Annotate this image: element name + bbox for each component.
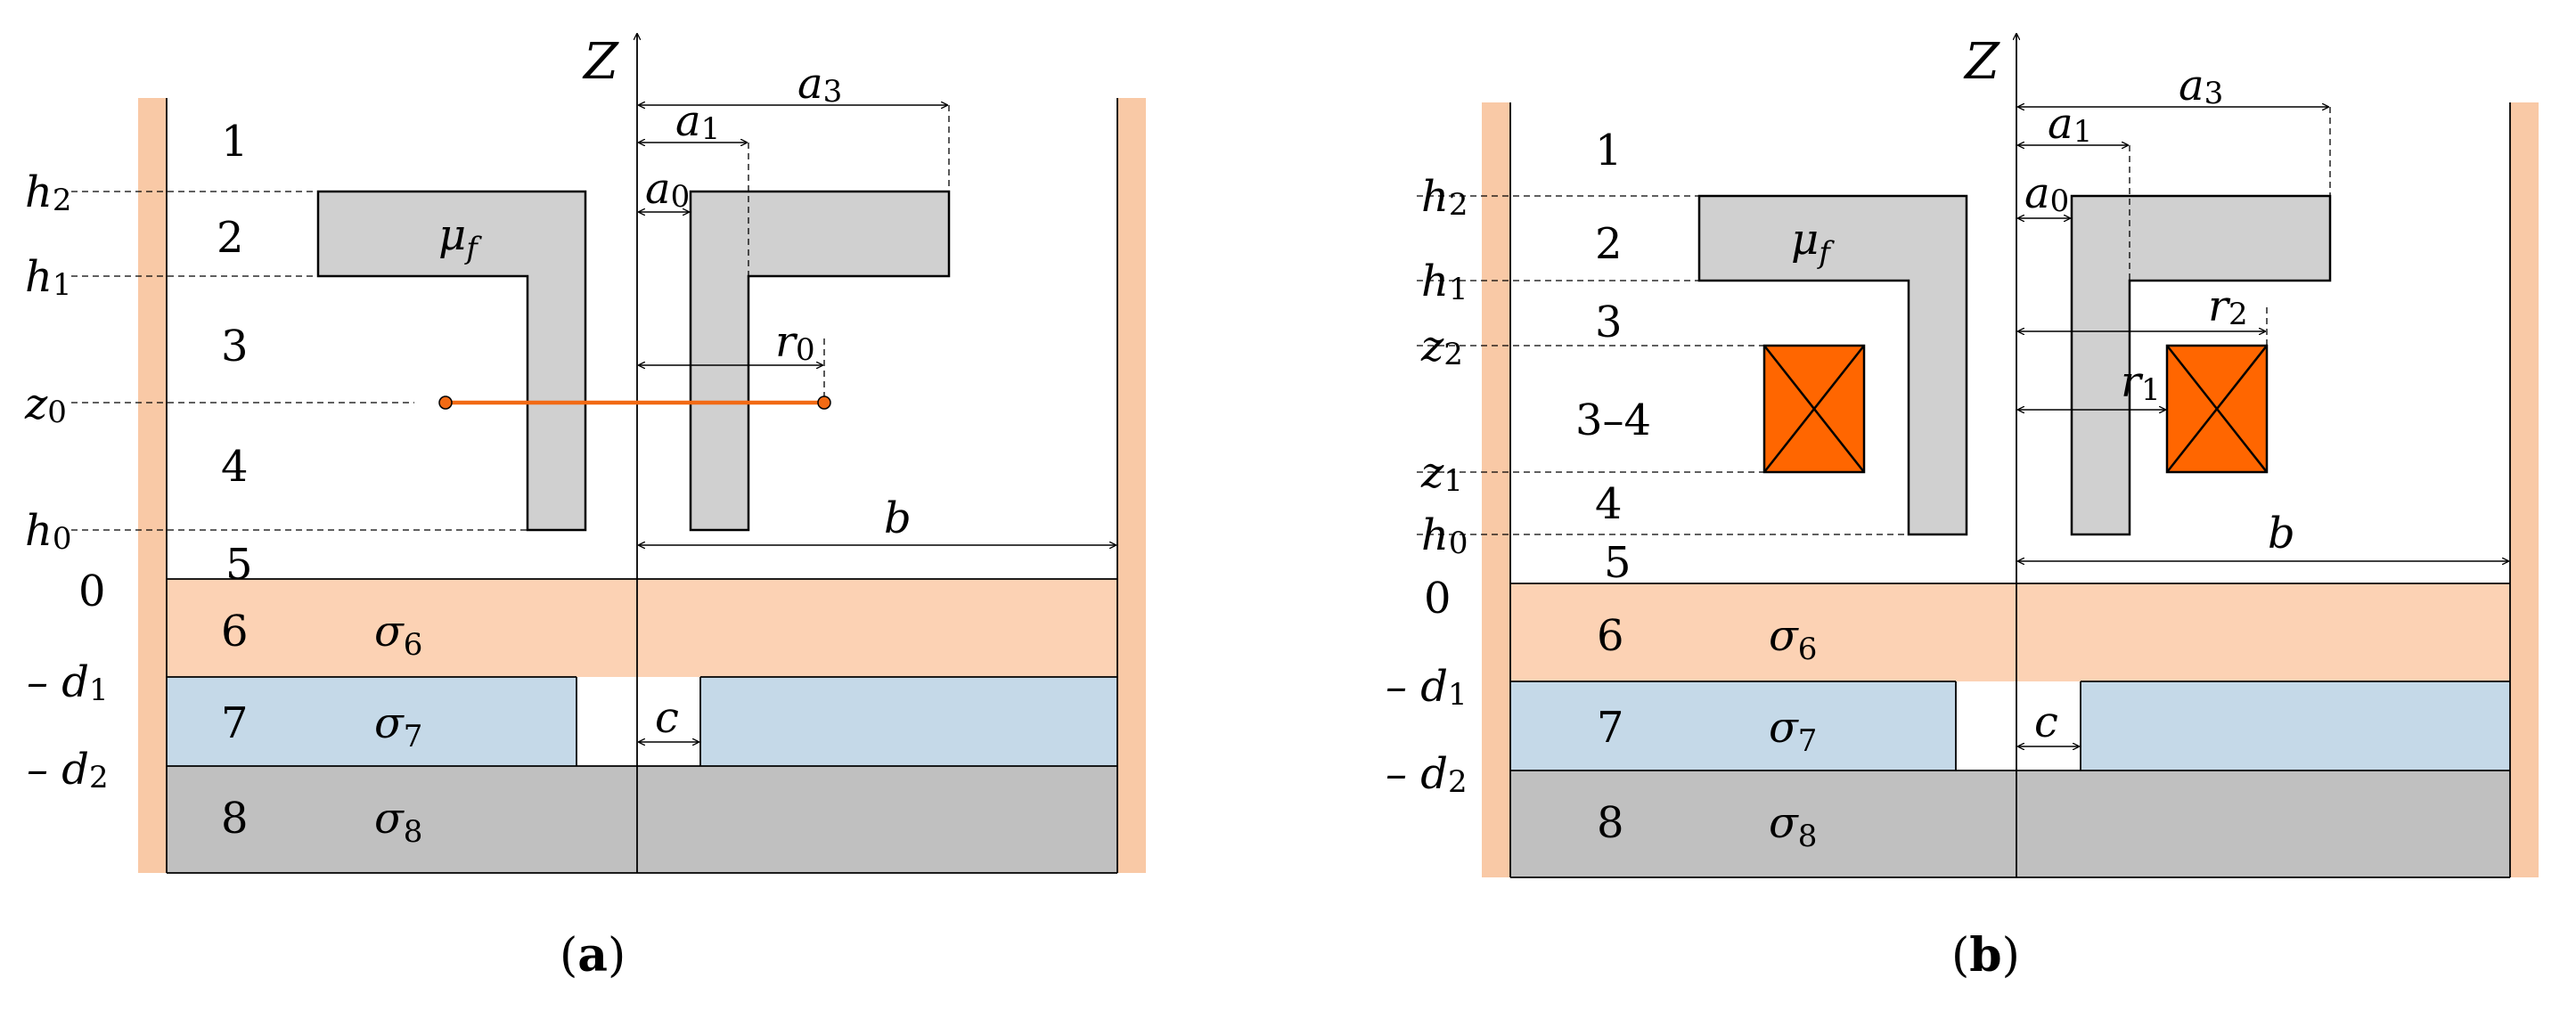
panel-a-dim-c: c	[655, 693, 679, 743]
panel-a-level-h2: h2	[25, 167, 72, 218]
panel-b-region-8: 8	[1597, 798, 1624, 848]
panel-b-axis-label: Z	[1963, 33, 2000, 91]
panel-a-layer-7-left	[167, 677, 577, 766]
panel-a-region-1: 1	[221, 117, 249, 167]
panel-a-dim-a1: a1	[675, 96, 720, 147]
panel-b-layer-6	[1510, 583, 2510, 681]
panel-b-region-3-4: 3–4	[1575, 395, 1651, 445]
panel-b-region-3: 3	[1595, 298, 1623, 347]
panel-b-layer-7-left	[1510, 681, 1956, 770]
panel-b-region-6: 6	[1597, 611, 1624, 661]
panel-a-dim-a0: a0	[645, 164, 690, 215]
panel-b-right-wall	[2510, 102, 2539, 877]
panel-a-dim-a3: a3	[797, 59, 842, 110]
panel-a-filament-source	[438, 395, 831, 410]
panel-a-region-2: 2	[217, 213, 244, 263]
panel-b-region-2: 2	[1595, 219, 1623, 269]
panel-a-region-7: 7	[221, 698, 249, 748]
panel-b-dim-a1: a1	[2048, 99, 2092, 150]
panel-b: Z	[1386, 33, 2539, 982]
panel-a-level-h1: h1	[25, 252, 72, 303]
panel-a-region-3: 3	[221, 322, 249, 371]
panel-b-dim-a3: a3	[2179, 61, 2223, 111]
panel-a-region-6: 6	[221, 607, 249, 656]
panel-b-material-sigma-8: σ8	[1769, 798, 1817, 854]
panel-b-level-z1: z1	[1420, 448, 1463, 499]
panel-a-material-sigma-8: σ8	[374, 794, 422, 850]
panel-b-level-h2: h2	[1421, 172, 1468, 223]
panel-a-layer-8	[167, 766, 1117, 873]
panel-a-left-wall	[138, 98, 167, 873]
panel-a-dim-b: b	[884, 493, 912, 543]
panel-b-left-wall	[1482, 102, 1510, 877]
panel-b-region-5: 5	[1604, 538, 1631, 588]
panel-b-level-h1: h1	[1421, 257, 1468, 307]
panel-a-level-d2: – d2	[27, 745, 109, 795]
panel-a-level-0: 0	[78, 567, 106, 616]
panel-b-caption: (b)	[1951, 928, 2020, 982]
panel-a-dim-r0: r0	[775, 317, 815, 368]
panel-a-level-d1: – d1	[27, 657, 109, 708]
panel-a: Z 1 2	[24, 33, 1146, 982]
panel-b-dim-r2: r2	[2208, 281, 2248, 332]
panel-a-axis-label: Z	[582, 33, 619, 91]
panel-b-dim-c: c	[2034, 697, 2058, 747]
panel-a-layer-6	[167, 579, 1117, 677]
panel-a-caption: (a)	[560, 928, 626, 982]
panel-a-material-sigma-6: σ6	[374, 607, 422, 663]
panel-b-material-sigma-7: σ7	[1769, 703, 1817, 759]
panel-b-level-0: 0	[1424, 574, 1452, 624]
panel-b-layer-8	[1510, 770, 2510, 877]
panel-b-region-1: 1	[1595, 126, 1623, 175]
panel-b-material-sigma-6: σ6	[1769, 611, 1817, 667]
panel-a-region-4: 4	[221, 442, 249, 492]
panel-b-dim-r1: r1	[2121, 357, 2161, 408]
panel-a-material-sigma-7: σ7	[374, 698, 422, 754]
panel-b-level-z2: z2	[1420, 322, 1463, 372]
panel-a-right-wall	[1117, 98, 1146, 873]
panel-b-level-d1: – d1	[1386, 662, 1468, 713]
panel-b-level-h0: h0	[1421, 510, 1468, 561]
panel-a-level-z0: z0	[24, 379, 67, 430]
panel-a-level-h0: h0	[25, 506, 72, 557]
panel-a-layer-7-right	[700, 677, 1117, 766]
panel-b-coil-right	[2165, 344, 2269, 474]
panel-b-region-7: 7	[1597, 703, 1624, 753]
panel-b-region-4: 4	[1595, 479, 1623, 529]
panel-a-region-8: 8	[221, 794, 249, 844]
panel-b-layer-7-right	[2081, 681, 2510, 770]
panel-a-core-right	[689, 190, 951, 532]
panel-b-dim-b: b	[2268, 509, 2295, 558]
panel-b-coil-left	[1762, 344, 1866, 474]
panel-b-dim-a0: a0	[2024, 168, 2069, 219]
panel-b-level-d2: – d2	[1386, 749, 1468, 800]
panel-a-region-5: 5	[225, 540, 253, 590]
